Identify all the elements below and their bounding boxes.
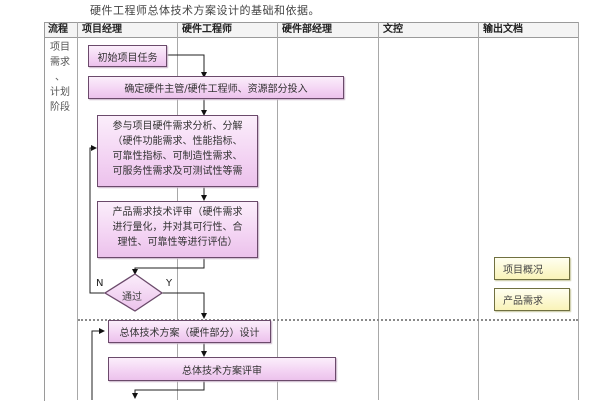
header-process: 流程 [48, 24, 68, 35]
caption-text: 硬件工程师总体技术方案设计的基础和依据。 [90, 4, 320, 17]
node-start-task: 初始项目任务 [88, 45, 167, 67]
text-line: 理性、可靠性等进行评估） [117, 237, 238, 248]
doc-project-overview: 项目概况 [494, 257, 570, 280]
text-line: 可靠性指标、可制造性需求、 [112, 151, 243, 162]
lane-divider [277, 22, 278, 400]
decision-no-label: N [96, 278, 104, 289]
phase-label: 项目 需求 、 计划 阶段 [47, 40, 73, 115]
doc-product-requirements: 产品需求 [494, 288, 570, 311]
text-line: 进行量化，并对其可行性、合 [112, 222, 243, 233]
header-project-manager: 项目经理 [82, 24, 122, 35]
phase-line: 项目 [50, 42, 70, 53]
node-design-review: 总体技术方案评审 [108, 357, 336, 381]
text-line: 产品需求技术评审（硬件需求 [112, 207, 243, 218]
node-requirement-analysis: 参与项目硬件需求分析、分解 （硬件功能需求、性能指标、 可靠性指标、可制造性需求… [97, 115, 258, 187]
header-row [45, 23, 578, 38]
lane-divider [578, 22, 579, 400]
lane-divider [77, 22, 78, 400]
header-hardware-dept-manager: 硬件部经理 [282, 24, 332, 35]
header-output-documents: 输出文档 [483, 24, 523, 35]
decision-diamond [103, 273, 164, 312]
text-line: （硬件功能需求、性能指标、 [112, 136, 243, 147]
node-assign-resources: 确定硬件主管/硬件工程师、资源部分投入 [88, 76, 344, 99]
decision-yes-label: Y [166, 278, 173, 289]
node-overall-design: 总体技术方案（硬件部分）设计 [108, 320, 271, 343]
phase-line: 需求 [50, 57, 70, 68]
phase-line: 阶段 [50, 102, 70, 113]
phase-separator [78, 319, 578, 321]
text-line: 可服务性需求及可测试性等需 [112, 166, 243, 177]
lane-divider [378, 22, 379, 400]
header-document-control: 文控 [383, 24, 403, 35]
node-requirement-review: 产品需求技术评审（硬件需求 进行量化，并对其可行性、合 理性、可靠性等进行评估） [97, 201, 258, 258]
phase-line: 计划 [50, 87, 70, 98]
swimlane-table [44, 22, 579, 401]
header-hardware-engineer: 硬件工程师 [182, 24, 232, 35]
decision-label: 通过 [122, 292, 142, 303]
text-line: 参与项目硬件需求分析、分解 [112, 121, 243, 132]
lane-divider [478, 22, 479, 400]
phase-line: 、 [55, 72, 65, 83]
